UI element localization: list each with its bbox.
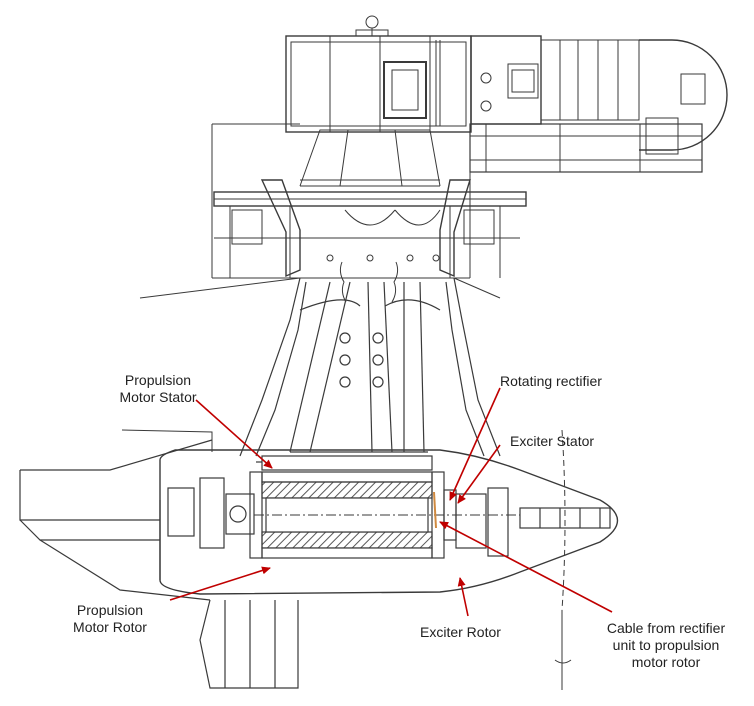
label-propulsion-motor-rotor: Propulsion Motor Rotor [50, 602, 170, 636]
propulsion-motor [249, 471, 520, 559]
arrow-rotating-rectifier [449, 387, 501, 501]
label-line: motor rotor [631, 654, 701, 670]
pod-nacelle [19, 429, 618, 690]
label-line: Propulsion [76, 602, 144, 618]
label-line: Motor Stator [119, 389, 197, 405]
label-cable: Cable from rectifier unit to propulsion … [586, 620, 746, 671]
label-propulsion-motor-stator: Propulsion Motor Stator [98, 372, 218, 406]
upper-machinery [285, 15, 728, 173]
label-line: unit to propulsion [612, 637, 720, 653]
label-line: Motor Rotor [73, 619, 147, 635]
hull-structure [211, 123, 527, 279]
label-exciter-stator: Exciter Stator [510, 433, 595, 449]
label-line: Propulsion [124, 372, 192, 388]
label-line: Cable from rectifier [606, 620, 726, 636]
label-rotating-rectifier: Rotating rectifier [500, 373, 602, 389]
arrow-cable [439, 521, 613, 613]
arrow-propulsion-motor-stator [195, 399, 273, 469]
arrow-exciter-rotor [457, 577, 469, 617]
arrow-propulsion-motor-rotor [169, 566, 271, 601]
label-exciter-rotor: Exciter Rotor [420, 624, 501, 640]
callout-arrows [169, 387, 613, 617]
arrow-exciter-stator [457, 444, 501, 504]
pod-strut [139, 261, 501, 471]
